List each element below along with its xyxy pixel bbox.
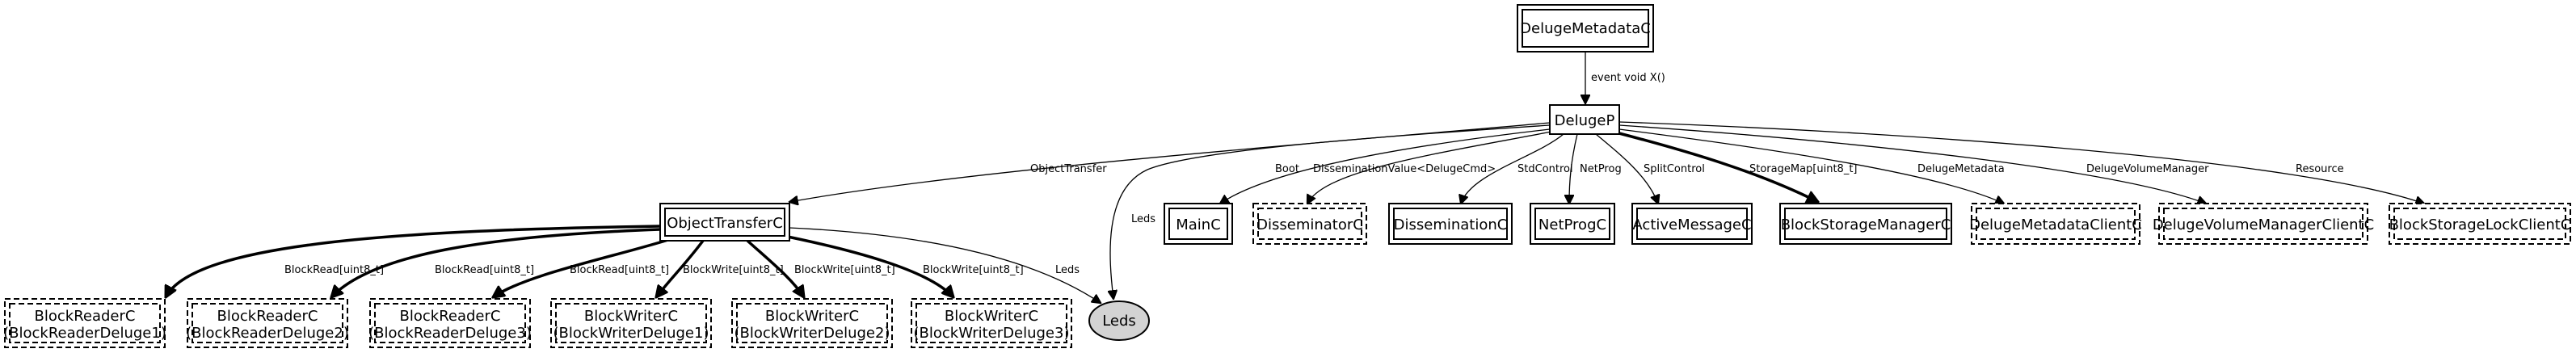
edges: event void X() ObjectTransfer Leds Boot …: [166, 52, 2424, 303]
node-label-name: BlockWriterC: [584, 308, 678, 325]
node-label: DelugeP: [1555, 112, 1615, 129]
edge-label-delugep-to-metadataclient: DelugeMetadata: [1917, 163, 2005, 175]
node-disseminator-c[interactable]: DisseminatorC: [1252, 203, 1367, 245]
node-label-instance: (BlockReaderDeluge3): [368, 325, 532, 342]
edge-label-ot-to-writer3: BlockWrite[uint8_t]: [923, 264, 1024, 276]
edge-label-delugep-to-objecttransfer: ObjectTransfer: [1030, 163, 1107, 175]
node-deluge-metadata-client-c[interactable]: DelugeMetadataClientC: [1969, 203, 2142, 245]
node-label-name: BlockReaderC: [217, 308, 318, 325]
edge-label-delugep-to-disseminator: DisseminationValue<DelugeCmd>: [1313, 163, 1496, 175]
node-block-storage-manager-c[interactable]: BlockStorageManagerC: [1779, 203, 1952, 245]
node-block-reader-2[interactable]: BlockReaderC (BlockReaderDeluge2): [186, 298, 349, 348]
edge-delugep-to-objecttransfer: [789, 122, 1551, 202]
edge-label-ot-to-reader2: BlockRead[uint8_t]: [435, 264, 534, 276]
node-label: ObjectTransferC: [667, 215, 783, 232]
node-label-name: BlockReaderC: [35, 308, 136, 325]
node-label: BlockStorageManagerC: [1781, 216, 1951, 233]
node-label-name: BlockWriterC: [765, 308, 859, 325]
edge-label-ot-to-writer2: BlockWrite[uint8_t]: [794, 264, 895, 276]
node-leds[interactable]: Leds: [1088, 300, 1150, 341]
edge-ot-to-writer2: [746, 239, 804, 297]
node-label-instance: (BlockWriterDeluge1): [554, 325, 709, 342]
edge-label-metadata-to-delugep: event void X(): [1591, 72, 1665, 84]
node-deluge-volume-manager-client-c[interactable]: DelugeVolumeManagerClientC: [2153, 203, 2374, 245]
edge-delugep-to-main: [1220, 128, 1551, 204]
node-label: BlockStorageLockClientC: [2389, 216, 2571, 233]
node-active-message-c[interactable]: ActiveMessageC: [1631, 203, 1753, 245]
edge-delugep-to-dissemination: [1461, 133, 1564, 204]
node-label: DelugeMetadataC: [1520, 20, 1651, 37]
node-label-name: BlockWriterC: [945, 308, 1038, 325]
node-block-storage-lock-client-c[interactable]: BlockStorageLockClientC: [2389, 203, 2571, 245]
edge-label-delugep-to-leds: Leds: [1131, 213, 1155, 225]
node-label: DisseminationC: [1394, 216, 1508, 233]
node-label-instance: (BlockReaderDeluge1): [3, 325, 166, 342]
edge-label-delugep-to-dissemination: StdControl: [1517, 163, 1573, 175]
node-label: DelugeVolumeManagerClientC: [2153, 216, 2374, 233]
edge-ot-to-reader3: [493, 237, 671, 297]
edge-label-ot-to-reader3: BlockRead[uint8_t]: [570, 264, 669, 276]
node-block-writer-3[interactable]: BlockWriterC (BlockWriterDeluge3): [911, 298, 1072, 348]
edge-delugep-to-activemessage: [1595, 133, 1658, 204]
node-label: DelugeMetadataClientC: [1969, 216, 2142, 233]
edge-delugep-to-metadataclient: [1618, 128, 2004, 204]
node-block-reader-3[interactable]: BlockReaderC (BlockReaderDeluge3): [368, 298, 532, 348]
edge-delugep-to-lockclient: [1618, 121, 2424, 204]
edge-label-ot-to-reader1: BlockRead[uint8_t]: [284, 264, 384, 276]
node-label-name: BlockReaderC: [400, 308, 501, 325]
edge-ot-to-writer3: [775, 233, 953, 297]
node-label: DisseminatorC: [1256, 216, 1363, 233]
edge-delugep-to-disseminator: [1307, 131, 1552, 204]
edge-ot-to-reader1: [166, 225, 661, 297]
node-label: NetProgC: [1538, 216, 1606, 233]
edge-label-ot-to-leds: Leds: [1055, 264, 1080, 276]
edge-label-delugep-to-blockstorage: StorageMap[uint8_t]: [1749, 163, 1858, 175]
edge-label-delugep-to-lockclient: Resource: [2296, 163, 2344, 175]
node-label: ActiveMessageC: [1632, 216, 1751, 233]
edge-delugep-to-volumemanager: [1618, 124, 2206, 204]
node-label-instance: (BlockWriterDeluge3): [914, 325, 1070, 342]
edge-ot-to-reader2: [331, 228, 661, 297]
node-net-prog-c[interactable]: NetProgC: [1530, 203, 1615, 245]
node-deluge-metadata-c[interactable]: DelugeMetadataC: [1517, 4, 1654, 53]
node-dissemination-c[interactable]: DisseminationC: [1388, 203, 1513, 245]
node-block-writer-1[interactable]: BlockWriterC (BlockWriterDeluge1): [550, 298, 712, 348]
node-block-writer-2[interactable]: BlockWriterC (BlockWriterDeluge2): [731, 298, 893, 348]
edge-label-ot-to-writer1: BlockWrite[uint8_t]: [683, 264, 784, 276]
edge-delugep-to-blockstorage: [1615, 131, 1818, 204]
edge-delugep-to-netprog: [1569, 133, 1578, 204]
edge-label-delugep-to-volumemanager: DelugeVolumeManager: [2086, 163, 2209, 175]
edge-label-delugep-to-netprog: NetProg: [1580, 163, 1622, 175]
node-label: Leds: [1102, 313, 1136, 330]
node-label-instance: (BlockWriterDeluge2): [734, 325, 890, 342]
edge-label-delugep-to-main: Boot: [1275, 163, 1299, 175]
edge-ot-to-leds: [789, 227, 1101, 303]
node-label-instance: (BlockReaderDeluge2): [186, 325, 349, 342]
node-main-c[interactable]: MainC: [1164, 203, 1233, 245]
edge-delugep-to-leds: [1110, 124, 1551, 299]
node-label: MainC: [1176, 216, 1221, 233]
edge-ot-to-writer1: [656, 239, 705, 297]
node-block-reader-1[interactable]: BlockReaderC (BlockReaderDeluge1): [3, 298, 166, 348]
nodes: DelugeMetadataC DelugeP ObjectTransferC …: [3, 4, 2571, 348]
node-deluge-p[interactable]: DelugeP: [1549, 104, 1620, 135]
node-object-transfer-c[interactable]: ObjectTransferC: [659, 203, 790, 242]
edge-label-delugep-to-activemessage: SplitControl: [1644, 163, 1705, 175]
